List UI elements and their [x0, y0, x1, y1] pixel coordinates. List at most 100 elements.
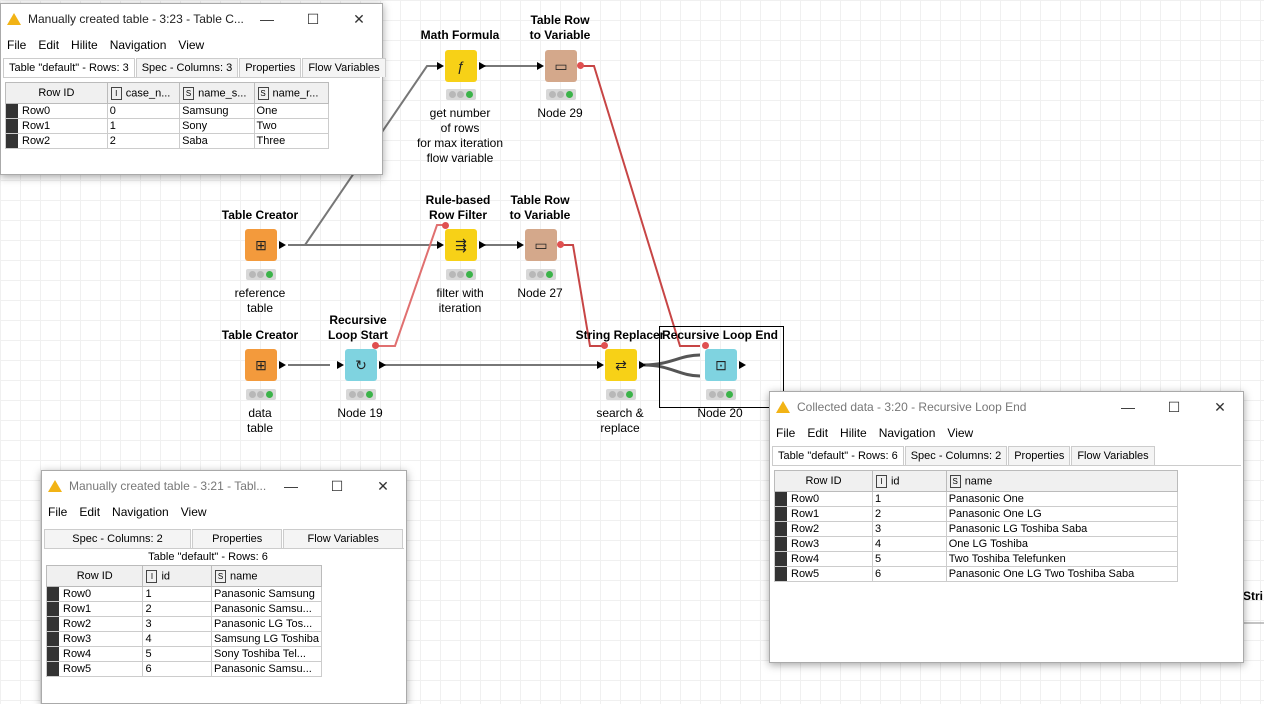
tab-table[interactable]: Table "default" - Rows: 3 — [3, 58, 135, 77]
menu-edit[interactable]: Edit — [807, 426, 829, 440]
menu-edit[interactable]: Edit — [38, 38, 60, 52]
input-port[interactable] — [537, 62, 544, 70]
menu-edit[interactable]: Edit — [79, 505, 101, 519]
menu-view[interactable]: View — [180, 505, 207, 519]
tab-flow-variables[interactable]: Flow Variables — [302, 58, 386, 77]
close-button[interactable]: ✕ — [377, 477, 389, 494]
maximize-button[interactable]: ☐ — [306, 10, 320, 27]
menu-file[interactable]: File — [48, 505, 68, 519]
close-button[interactable]: ✕ — [353, 10, 365, 27]
flow-variable-port[interactable] — [442, 222, 449, 229]
output-port[interactable] — [379, 361, 386, 369]
input-port[interactable] — [337, 361, 344, 369]
table-creator-icon[interactable]: ⊞ — [245, 349, 277, 381]
menu-view[interactable]: View — [178, 38, 205, 52]
tab-spec[interactable]: Spec - Columns: 3 — [135, 58, 239, 77]
flow-variable-port[interactable] — [577, 62, 584, 69]
tab-spec[interactable]: Spec - Columns: 2 — [44, 529, 192, 548]
output-port[interactable] — [479, 241, 486, 249]
flowvar-wire-27-to-replacer[interactable] — [561, 244, 604, 347]
close-button[interactable]: ✕ — [1214, 398, 1226, 415]
table-view-window-3-23[interactable]: Manually created table - 3:23 - Table C.… — [0, 3, 386, 175]
flow-variable-port[interactable] — [601, 342, 608, 349]
flow-variable-port[interactable] — [557, 241, 564, 248]
menu-view[interactable]: View — [947, 426, 974, 440]
output-port[interactable] — [739, 361, 746, 369]
maximize-button[interactable]: ☐ — [1167, 398, 1181, 415]
table-row-to-variable-icon[interactable]: ▭ — [525, 229, 557, 261]
table-creator-icon[interactable]: ⊞ — [245, 229, 277, 261]
table-view-window-3-21[interactable]: Manually created table - 3:21 - Tabl... … — [41, 470, 407, 704]
input-port[interactable] — [597, 361, 604, 369]
flowvar-wire-29-to-end[interactable] — [581, 65, 700, 347]
menu-navigation[interactable]: Navigation — [112, 505, 169, 519]
flowvar-wire-start-to-rule[interactable] — [375, 224, 445, 347]
tab-table[interactable]: Table "default" - Rows: 6 — [772, 446, 904, 465]
flow-variable-port[interactable] — [702, 342, 709, 349]
menu-file[interactable]: File — [7, 38, 27, 52]
window-titlebar[interactable]: Collected data - 3:20 - Recursive Loop E… — [770, 392, 1243, 422]
minimize-button[interactable]: — — [1121, 399, 1135, 415]
menu-hilite[interactable]: Hilite — [71, 38, 98, 52]
math-formula-icon[interactable]: ƒ — [445, 50, 477, 82]
loop-end-icon[interactable]: ⊡ — [705, 349, 737, 381]
input-port[interactable] — [517, 241, 524, 249]
flow-variable-port[interactable] — [372, 342, 379, 349]
wire-replacer-to-loopend-2[interactable] — [643, 363, 701, 378]
window-titlebar[interactable]: Manually created table - 3:21 - Tabl... … — [42, 471, 406, 501]
menu-navigation[interactable]: Navigation — [878, 426, 936, 440]
tab-properties[interactable]: Properties — [1008, 446, 1071, 465]
tab-flow-variables[interactable]: Flow Variables — [1071, 446, 1155, 465]
tab-spec[interactable]: Spec - Columns: 2 — [904, 446, 1008, 465]
window-titlebar[interactable]: Manually created table - 3:23 - Table C.… — [1, 4, 382, 34]
tab-properties[interactable]: Properties — [192, 529, 283, 548]
minimize-button[interactable]: — — [260, 11, 274, 27]
row-filter-icon[interactable]: ⇶ — [445, 229, 477, 261]
input-port[interactable] — [437, 62, 444, 70]
output-port[interactable] — [479, 62, 486, 70]
menu-navigation[interactable]: Navigation — [109, 38, 167, 52]
tab-flow-variables[interactable]: Flow Variables — [283, 529, 404, 548]
output-port[interactable] — [639, 361, 646, 369]
table-row-to-variable-icon[interactable]: ▭ — [545, 50, 577, 82]
menu-hilite[interactable]: Hilite — [840, 426, 867, 440]
tab-properties[interactable]: Properties — [239, 58, 302, 77]
loop-start-icon[interactable]: ↻ — [345, 349, 377, 381]
collected-data-window-3-20[interactable]: Collected data - 3:20 - Recursive Loop E… — [769, 391, 1244, 663]
column-header[interactable]: Row ID — [45, 565, 144, 587]
output-port[interactable] — [279, 361, 286, 369]
minimize-button[interactable]: — — [284, 478, 298, 494]
input-port[interactable] — [437, 241, 444, 249]
string-replacer-icon[interactable]: ⇄ — [605, 349, 637, 381]
column-header[interactable]: Row ID — [5, 82, 108, 104]
menu-file[interactable]: File — [776, 426, 796, 440]
output-port[interactable] — [279, 241, 286, 249]
column-header[interactable]: Row ID — [774, 470, 873, 492]
maximize-button[interactable]: ☐ — [330, 477, 344, 494]
